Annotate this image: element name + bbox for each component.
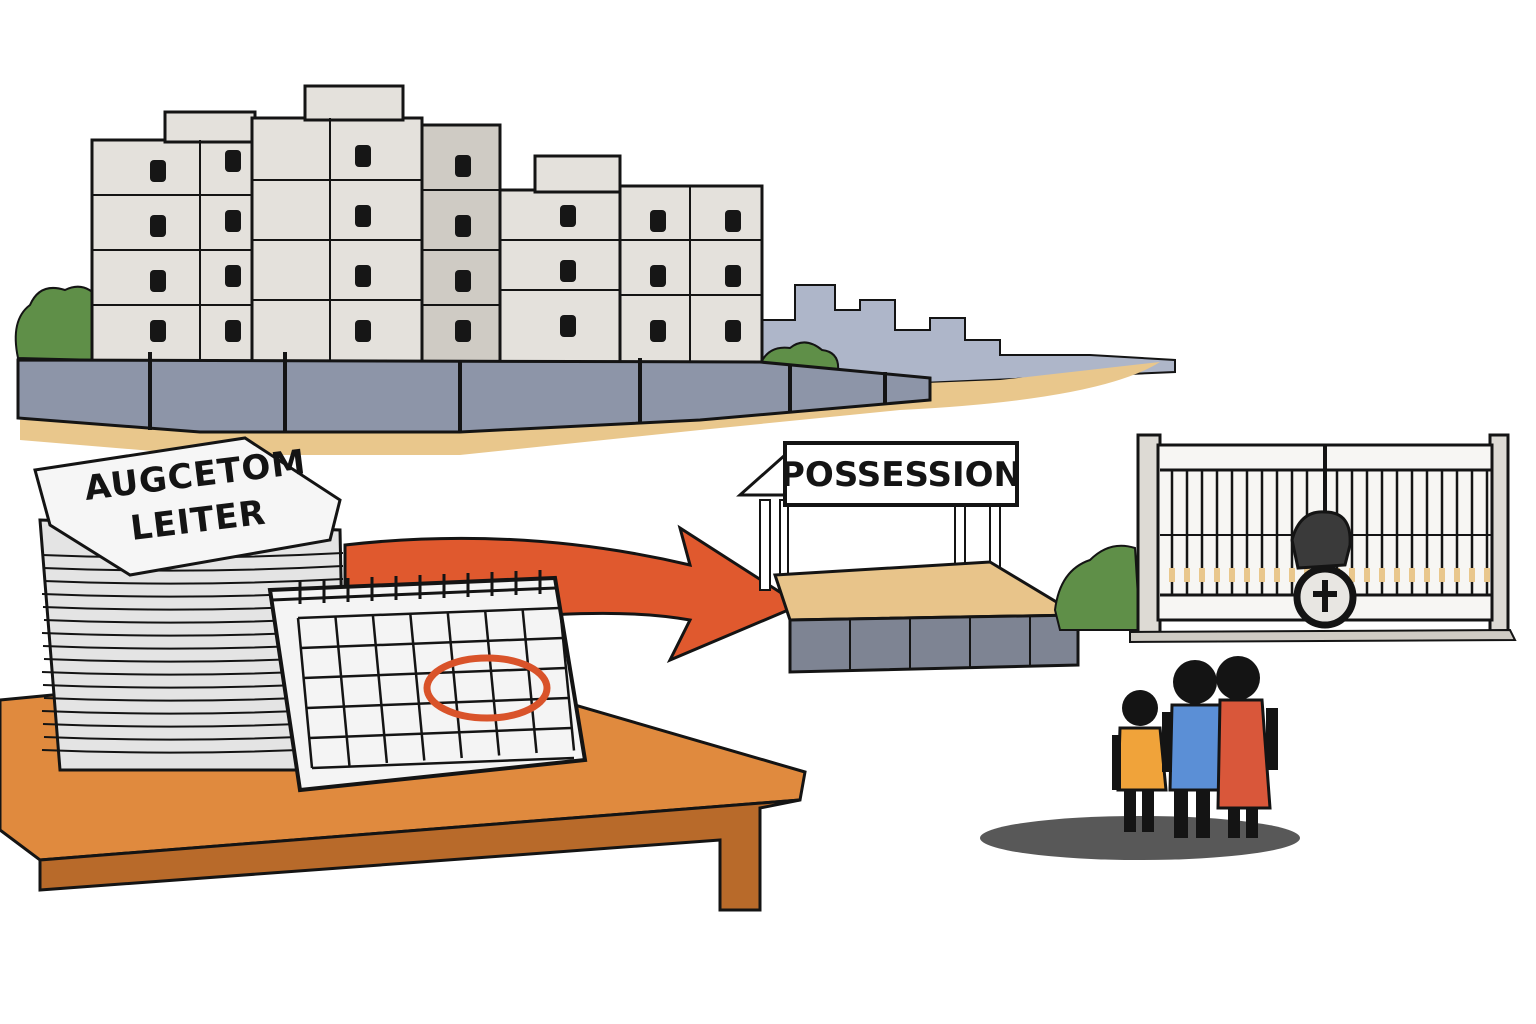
calendar-gridline <box>296 617 314 769</box>
calendar-gridline <box>446 611 463 759</box>
window <box>725 265 741 287</box>
calendar-gridline <box>334 616 351 766</box>
gate-bar-tint <box>1484 568 1490 582</box>
family-group <box>1112 656 1278 838</box>
window <box>455 215 471 237</box>
window <box>560 315 576 337</box>
calendar-gridline <box>311 756 575 770</box>
page-edge <box>42 565 344 572</box>
calendar-gridline <box>371 614 389 764</box>
window <box>225 320 241 342</box>
gate-bar-tint <box>1274 568 1280 582</box>
gate-bar-tint <box>1424 568 1430 582</box>
gate-bar-tint <box>1289 568 1295 582</box>
gate-bar-tint <box>1394 568 1400 582</box>
gate-bar-tint <box>1469 568 1475 582</box>
possession-sign-label: POSSESSION <box>780 455 1022 495</box>
window <box>455 320 471 342</box>
window <box>225 265 241 287</box>
window <box>355 205 371 227</box>
family-shadow <box>980 816 1300 860</box>
possession-sign: POSSESSION <box>780 441 1022 507</box>
top-letter: AUGCETOM LEITER <box>33 436 342 577</box>
apartment-buildings <box>90 84 764 364</box>
calendar-gridline <box>409 613 426 761</box>
gate-bar-tint <box>1379 568 1385 582</box>
calendar-icon <box>267 570 588 793</box>
calendar-gridline <box>300 636 563 650</box>
distant-skyline <box>759 284 1176 392</box>
gate-bar-tint <box>1214 568 1220 582</box>
window <box>150 320 166 342</box>
gate-bar-tint <box>1229 568 1235 582</box>
window <box>650 265 666 287</box>
gate-bar-tint <box>1259 568 1265 582</box>
calendar-date-circle <box>423 654 551 722</box>
building-windows <box>150 145 741 342</box>
person-red <box>1216 656 1278 838</box>
possession-platform <box>736 451 1084 674</box>
window <box>225 150 241 172</box>
window <box>650 320 666 342</box>
gate-bar-tint <box>1454 568 1460 582</box>
gate-bar-tint <box>1199 568 1205 582</box>
window <box>455 155 471 177</box>
perimeter-fence <box>16 352 932 434</box>
gate-bar-tint <box>1364 568 1370 582</box>
window <box>560 205 576 227</box>
person-blue <box>1162 660 1224 838</box>
window <box>650 210 666 232</box>
calendar-gridline <box>309 726 572 740</box>
gate-bars <box>1169 470 1490 595</box>
bush-gate <box>1053 544 1142 631</box>
window <box>725 320 741 342</box>
gate-bar-tint <box>1169 568 1175 582</box>
page-edge <box>43 578 344 585</box>
window <box>225 210 241 232</box>
bush-left <box>14 285 101 362</box>
gate-bar-tint <box>1349 568 1355 582</box>
child-orange <box>1112 690 1168 832</box>
window <box>560 260 576 282</box>
gate-bar-tint <box>1244 568 1250 582</box>
window <box>725 210 741 232</box>
window <box>355 145 371 167</box>
window <box>150 160 166 182</box>
window <box>355 320 371 342</box>
window <box>455 270 471 292</box>
gate-bar-tint <box>1439 568 1445 582</box>
window <box>355 265 371 287</box>
window <box>150 215 166 237</box>
window <box>150 270 166 292</box>
calendar-gridline <box>558 607 576 751</box>
padlock-icon <box>1290 510 1357 629</box>
calendar-gridline <box>297 606 561 620</box>
gate-bar-tint <box>1409 568 1415 582</box>
gate-bar-tint <box>1184 568 1190 582</box>
